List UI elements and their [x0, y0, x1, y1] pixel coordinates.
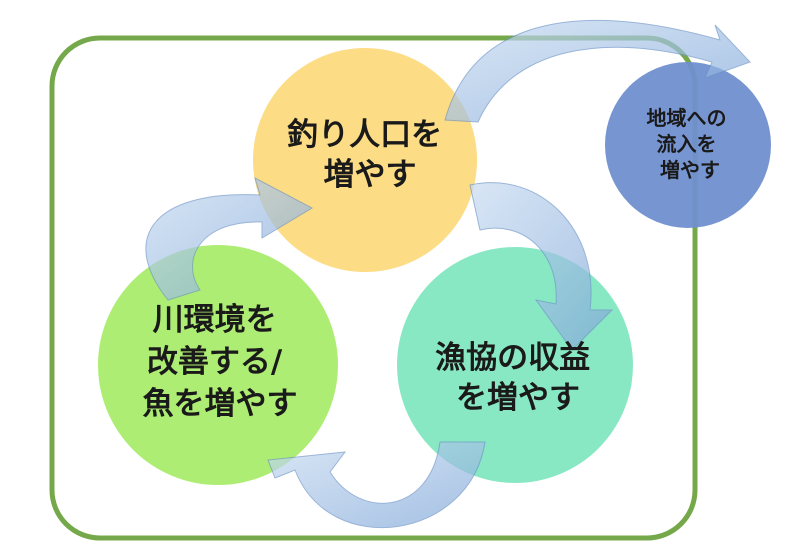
node-river-label: 川環境を 改善する/ 魚を増やす: [143, 302, 298, 422]
arrow-to-coop: [469, 182, 614, 351]
node-river-line-3: 魚を増やす: [143, 386, 298, 422]
arrow-to-inflow: [444, 20, 751, 123]
node-anglers-label: 釣り人口を 増やす: [287, 117, 453, 193]
node-inflow-line-2: 流入を: [657, 132, 717, 156]
node-anglers-line-1: 釣り人口を: [287, 117, 442, 153]
outer-frame: [49, 35, 698, 541]
node-coop-label: 漁協の収益 を増やす: [435, 340, 601, 416]
node-inflow-label: 地域への 流入を 増やす: [647, 106, 734, 182]
arrow-to-river: [267, 441, 486, 529]
node-inflow-circle: [605, 62, 771, 228]
node-inflow-line-3: 増やす: [660, 158, 720, 182]
node-river-line-1: 川環境を: [153, 302, 277, 338]
node-coop-line-2: を増やす: [456, 380, 580, 416]
node-anglers-circle: [253, 48, 477, 272]
node-coop-line-1: 漁協の収益: [435, 340, 590, 376]
node-river-line-2: 改善する/: [147, 344, 283, 380]
node-river-circle: [98, 245, 338, 485]
node-anglers-line-2: 増やす: [324, 157, 417, 193]
arrow-to-anglers: [145, 177, 314, 301]
node-inflow-line-1: 地域への: [647, 106, 727, 130]
